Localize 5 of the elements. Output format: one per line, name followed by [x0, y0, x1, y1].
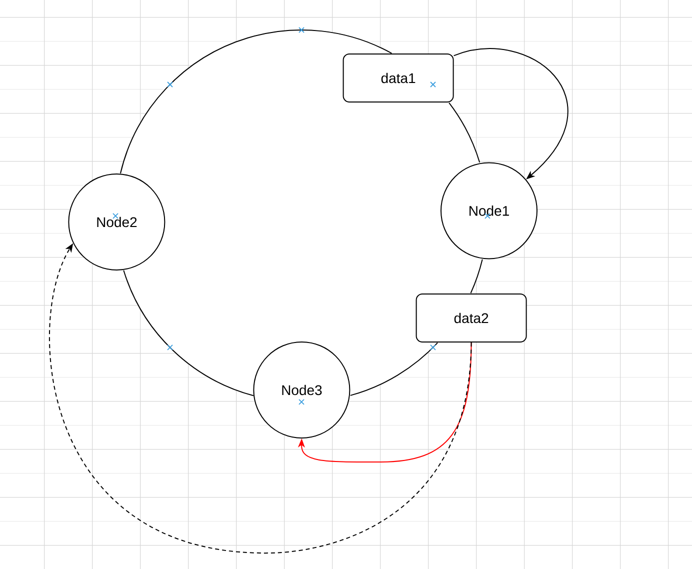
- circle-node: Node3: [253, 342, 350, 438]
- circle-node: Node2: [68, 174, 166, 270]
- circle-node: Node1: [440, 162, 538, 260]
- rounded-box: data1: [342, 54, 454, 102]
- rounded-box: data2: [416, 294, 527, 342]
